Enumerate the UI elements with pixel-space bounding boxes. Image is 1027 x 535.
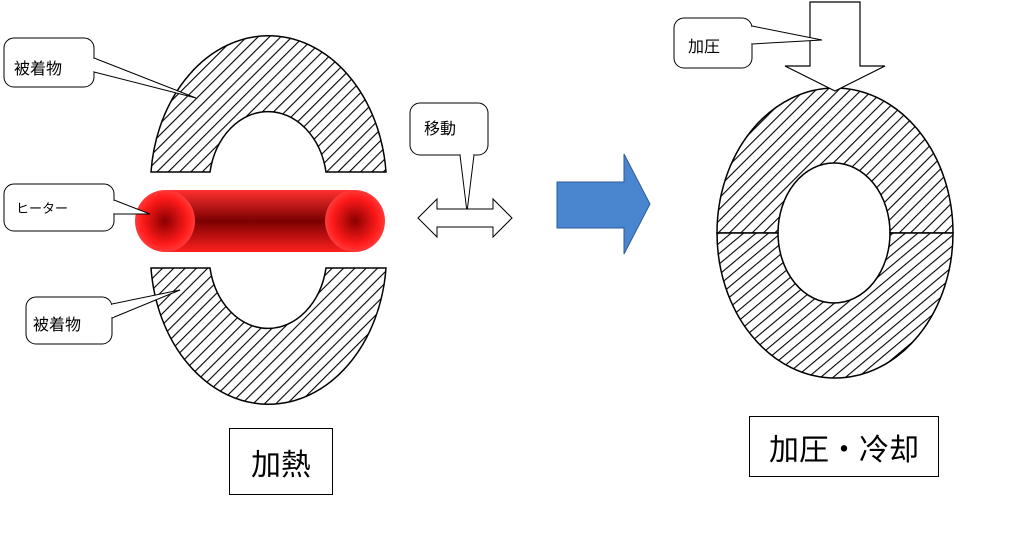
- heating-label: 加熱: [251, 447, 311, 483]
- callout-pressure: 加圧: [673, 17, 823, 69]
- process-arrow: [556, 153, 651, 255]
- heater-label: ヒーター: [16, 202, 68, 217]
- move-label: 移動: [424, 119, 456, 138]
- coating-bottom-label: 被着物: [33, 315, 81, 334]
- coating-top-label: 被着物: [14, 59, 62, 78]
- heating-label-box: 加熱: [229, 428, 333, 495]
- coating-bottom-ring: [150, 267, 387, 405]
- move-double-arrow: [417, 197, 513, 239]
- pressure-cooling-label-box: 加圧・冷却: [749, 416, 939, 477]
- callout-coating-top: 被着物: [3, 37, 197, 99]
- pressure-label: 加圧: [688, 37, 720, 56]
- callout-coating-bottom: 被着物: [25, 289, 181, 345]
- callout-move: 移動: [409, 102, 489, 213]
- joined-ring-top: [716, 87, 954, 234]
- callout-heater: ヒーター: [3, 183, 151, 232]
- coating-top-ring: [150, 35, 387, 173]
- pressure-arrow: [784, 1, 886, 92]
- pressure-cooling-label: 加圧・冷却: [769, 432, 919, 468]
- heater-cylinder: [135, 190, 385, 252]
- joined-ring-bottom: [716, 232, 954, 379]
